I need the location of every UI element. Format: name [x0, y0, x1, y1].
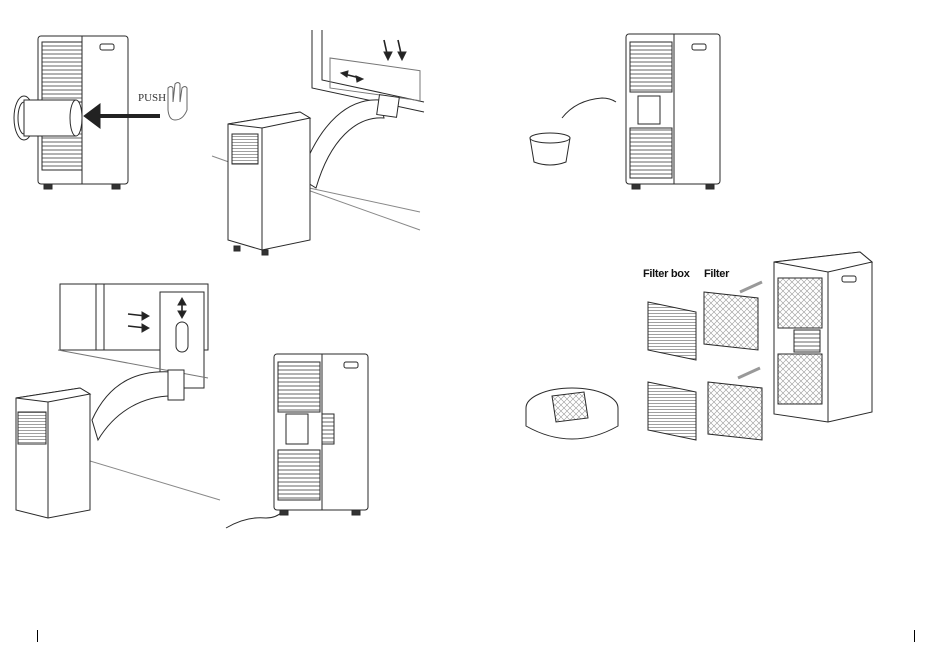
figure-drain-water [530, 34, 720, 189]
filter-box-bottom [648, 382, 696, 440]
figure-drain-hose [226, 354, 368, 528]
figure-filter-clean [526, 252, 872, 440]
hand-icon [168, 83, 187, 121]
drain-tube [226, 512, 282, 528]
filter-top [704, 292, 758, 350]
page-mark-left [37, 630, 38, 642]
push-label: PUSH [138, 92, 166, 104]
filter-box-top [648, 302, 696, 360]
filter-box-label: Filter box [643, 268, 690, 280]
page-mark-right [914, 630, 915, 642]
figure-window-install [212, 30, 424, 255]
drain-tube-2 [562, 98, 616, 118]
figure-hose-attach [14, 36, 187, 189]
ac-unit-front [228, 112, 310, 250]
filter-bottom [708, 382, 762, 440]
figure-window-install-2 [16, 284, 220, 518]
filter-label: Filter [704, 268, 729, 280]
exhaust-hose [300, 100, 384, 188]
